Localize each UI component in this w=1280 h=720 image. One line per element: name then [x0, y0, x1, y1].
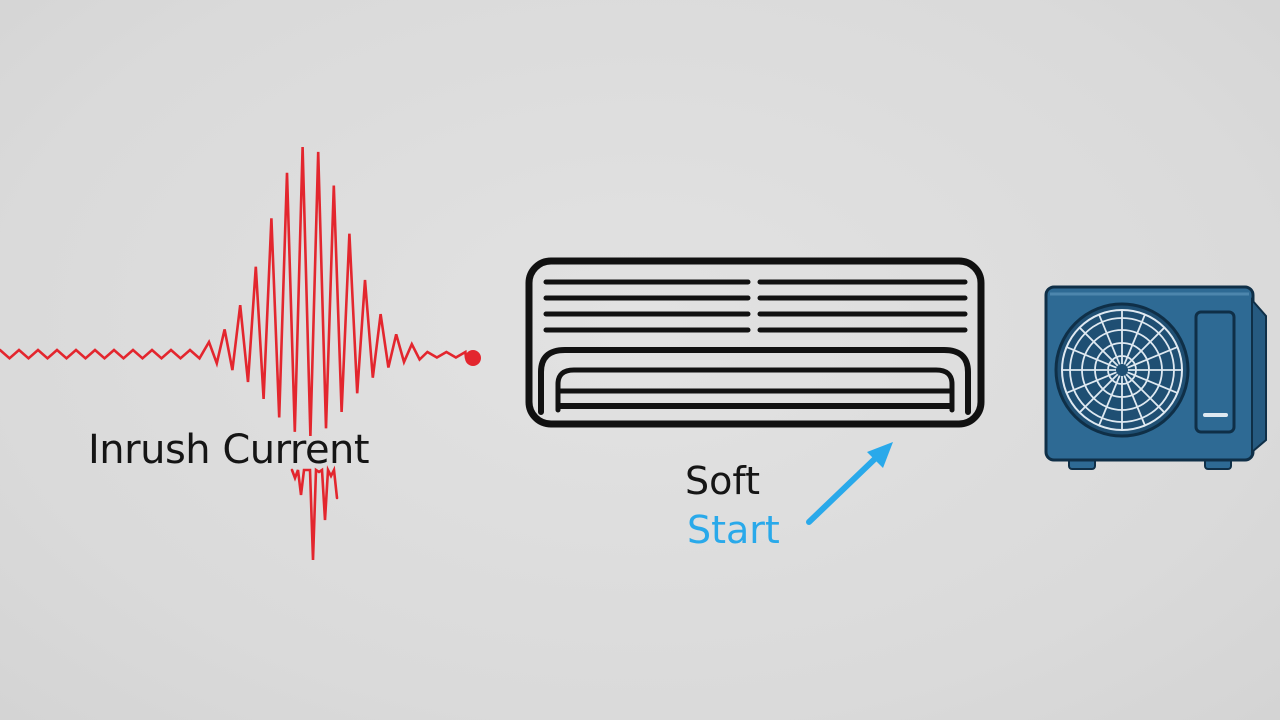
fan-grille-spoke: [1066, 371, 1117, 394]
fan-grille-spoke: [1127, 346, 1178, 369]
soft-start-arrow-icon: [806, 442, 893, 525]
waveform-end-dot: [465, 350, 481, 366]
ac-outdoor-unit-icon: [1044, 285, 1267, 470]
soft-label: Soft: [685, 459, 760, 503]
inrush-current-label: Inrush Current: [88, 427, 370, 473]
fan-grille-spoke: [1098, 375, 1121, 426]
fan-grille-spoke: [1125, 326, 1166, 367]
start-label: Start: [687, 508, 780, 552]
fan-grille-spoke: [1078, 326, 1119, 367]
fan-grille-spoke: [1078, 373, 1119, 414]
split-ac-indoor-unit-icon: [525, 257, 985, 428]
fan-grille-spoke: [1123, 314, 1146, 365]
fan-grille-spoke: [1123, 375, 1146, 426]
inrush-waveform-icon: [0, 146, 481, 561]
fan-grille-spoke: [1127, 371, 1178, 394]
fan-grille-spoke: [1125, 373, 1166, 414]
fan-grille-spoke: [1066, 346, 1117, 369]
fan-grille-spoke: [1098, 314, 1121, 365]
